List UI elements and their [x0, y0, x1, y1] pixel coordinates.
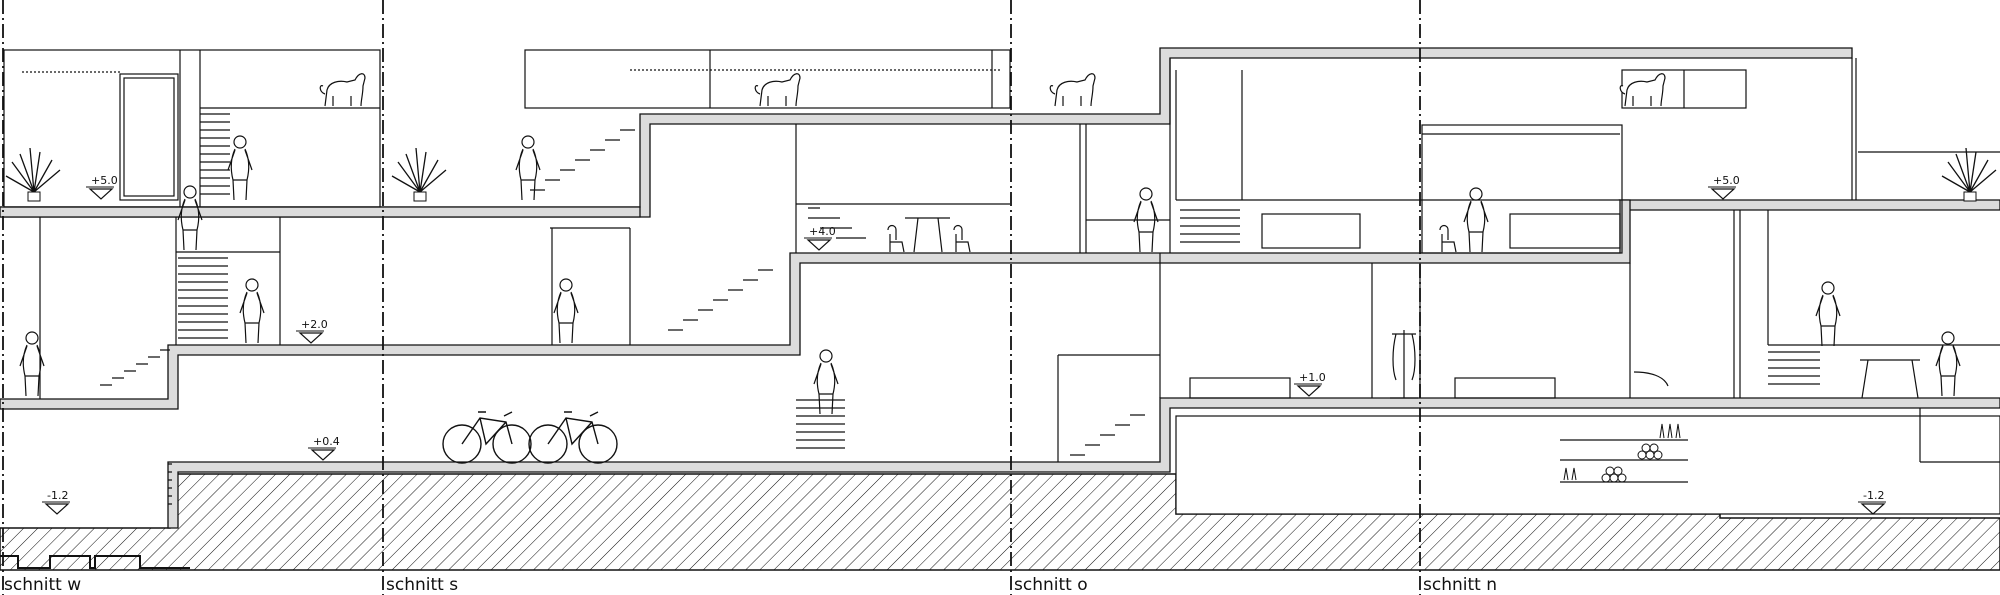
- bottles-icon: [1563, 423, 1681, 483]
- figures: [5, 73, 1997, 483]
- coat-rack-icon: [1390, 330, 1418, 399]
- level-label: +2.0: [301, 318, 328, 331]
- dog-icon: [1619, 73, 1666, 107]
- floor-slabs: [0, 47, 2000, 529]
- person-icon: [813, 349, 839, 415]
- level-markers: +5.0 +2.0 +0.4 -1.2 +4.0 +1.0: [42, 174, 1886, 515]
- basement-volume: [1175, 415, 2000, 515]
- chair-icon: [887, 224, 905, 253]
- person-icon: [227, 135, 253, 201]
- level-label: +4.0: [809, 225, 836, 238]
- plant-icon: [5, 147, 61, 202]
- level-marker: -1.2: [1858, 489, 1886, 515]
- section-label-w: schnitt w: [4, 575, 81, 595]
- person-icon: [239, 278, 265, 344]
- chair-icon: [1439, 224, 1457, 253]
- section-labels: schnitt w schnitt s schnitt o schnitt n: [4, 575, 1497, 595]
- section-label-s: schnitt s: [386, 575, 458, 595]
- section-cut-lines: [2, 0, 1421, 595]
- level-marker: +1.0: [1294, 371, 1326, 397]
- furniture: [905, 217, 1920, 399]
- person-icon: [1935, 331, 1961, 397]
- level-label: +1.0: [1299, 371, 1326, 384]
- stairs: [100, 113, 1820, 505]
- walls: [3, 49, 2000, 483]
- level-marker: -1.2: [42, 489, 70, 515]
- person-icon: [1463, 187, 1489, 253]
- level-label: +5.0: [1713, 174, 1740, 187]
- section-label-o: schnitt o: [1014, 575, 1088, 595]
- level-label: -1.2: [1863, 489, 1884, 502]
- level-label: +5.0: [91, 174, 118, 187]
- level-marker: +5.0: [1708, 174, 1740, 200]
- section-label-n: schnitt n: [1423, 575, 1497, 595]
- chair-icon: [953, 224, 971, 253]
- level-label: +0.4: [313, 435, 340, 448]
- bicycle-icon: [528, 411, 618, 464]
- dog-icon: [319, 73, 366, 107]
- level-marker: +4.0: [804, 225, 836, 251]
- dog-icon: [754, 73, 801, 107]
- person-icon: [553, 278, 579, 344]
- plant-icon: [391, 147, 447, 202]
- person-icon: [1815, 281, 1841, 347]
- level-marker: +5.0: [86, 174, 118, 200]
- level-marker: +0.4: [308, 435, 340, 461]
- dog-icon: [1049, 73, 1096, 107]
- bicycle-icon: [442, 411, 532, 464]
- person-icon: [177, 185, 203, 251]
- level-marker: +2.0: [296, 318, 328, 344]
- plant-icon: [1941, 147, 1997, 202]
- level-label: -1.2: [47, 489, 68, 502]
